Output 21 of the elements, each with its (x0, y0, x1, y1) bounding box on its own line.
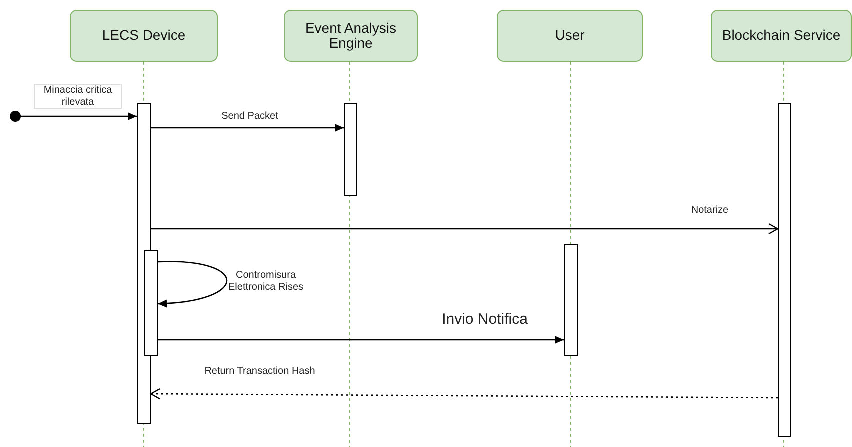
participant-box: User (497, 10, 643, 62)
message-arrow (151, 124, 344, 132)
edge-label: Minaccia critica rilevata (34, 84, 122, 109)
self-message-arrow (158, 261, 228, 308)
activation-bar (344, 103, 357, 196)
message-arrow (21, 112, 137, 120)
start-dot (10, 111, 21, 122)
message-arrow (151, 223, 779, 235)
return-arrow (150, 388, 778, 400)
message-arrow (158, 336, 564, 344)
edge-label: Notarize (690, 205, 730, 216)
edge-label: Contromisura Elettronica Rises (228, 270, 304, 293)
edge-label: Send Packet (220, 111, 280, 122)
edge-label: Invio Notifica (441, 311, 529, 328)
participant-box: Event Analysis Engine (284, 10, 418, 62)
edge-label: Return Transaction Hash (204, 366, 316, 378)
participant-box: Blockchain Service (711, 10, 852, 62)
activation-bar (144, 250, 158, 356)
activation-bar (564, 244, 578, 356)
activation-bar (778, 103, 791, 437)
participant-box: LECS Device (70, 10, 218, 62)
